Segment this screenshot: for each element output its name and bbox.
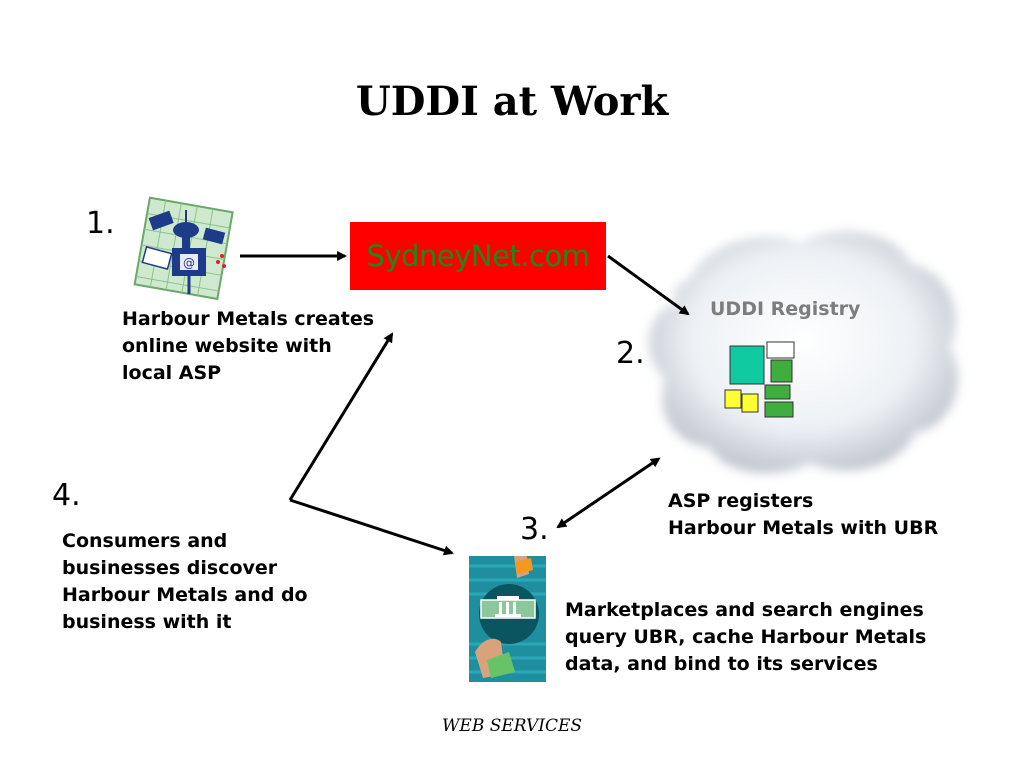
- cloud-shape: [648, 231, 958, 474]
- step-2-caption-line: Harbour Metals with UBR: [668, 517, 939, 539]
- registry-blocks-icon: [724, 341, 795, 418]
- step-3-caption-line: data, and bind to its services: [565, 653, 878, 675]
- registry-label: UDDI Registry: [710, 298, 861, 320]
- step-4-caption-line: business with it: [62, 611, 232, 633]
- svg-text:@: @: [183, 256, 195, 270]
- step-2-number: 2.: [616, 336, 645, 371]
- step-3-number: 3.: [520, 512, 549, 547]
- arrow-asp-to-registry: [607, 254, 690, 316]
- step-3-caption-line: query UBR, cache Harbour Metals: [565, 626, 927, 648]
- step-4-caption-line: Consumers and: [62, 530, 228, 552]
- asp-box[interactable]: SydneyNet.com: [350, 222, 606, 290]
- step-2-caption: ASP registers Harbour Metals with UBR: [668, 488, 938, 542]
- step-1-caption: Harbour Metals creates online website wi…: [122, 306, 374, 387]
- step-4-caption-line: businesses discover: [62, 557, 278, 579]
- step-1-caption-line: local ASP: [122, 362, 222, 384]
- footer-label: WEB SERVICES: [441, 716, 583, 736]
- step-4-caption: Consumers and businesses discover Harbou…: [62, 528, 308, 636]
- arrow-step4-to-step3: [289, 498, 454, 556]
- bank-money-exchange-icon: [469, 556, 546, 682]
- email-satellite-icon: @: [133, 196, 234, 301]
- step-4-number: 4.: [52, 478, 81, 513]
- step-3-caption-line: Marketplaces and search engines: [565, 599, 924, 621]
- page-title: UDDI at Work: [355, 78, 669, 125]
- arrow-registry-to-step3: [556, 457, 661, 529]
- step-1-number: 1.: [86, 206, 115, 241]
- asp-box-label: SydneyNet.com: [366, 239, 590, 273]
- arrow-step4-to-step1: [288, 332, 394, 501]
- step-1-caption-line: Harbour Metals creates: [122, 308, 375, 330]
- step-3-caption: Marketplaces and search engines query UB…: [565, 597, 926, 678]
- step-2-caption-line: ASP registers: [668, 490, 814, 512]
- step-4-caption-line: Harbour Metals and do: [62, 584, 308, 606]
- step-1-caption-line: online website with: [122, 335, 332, 357]
